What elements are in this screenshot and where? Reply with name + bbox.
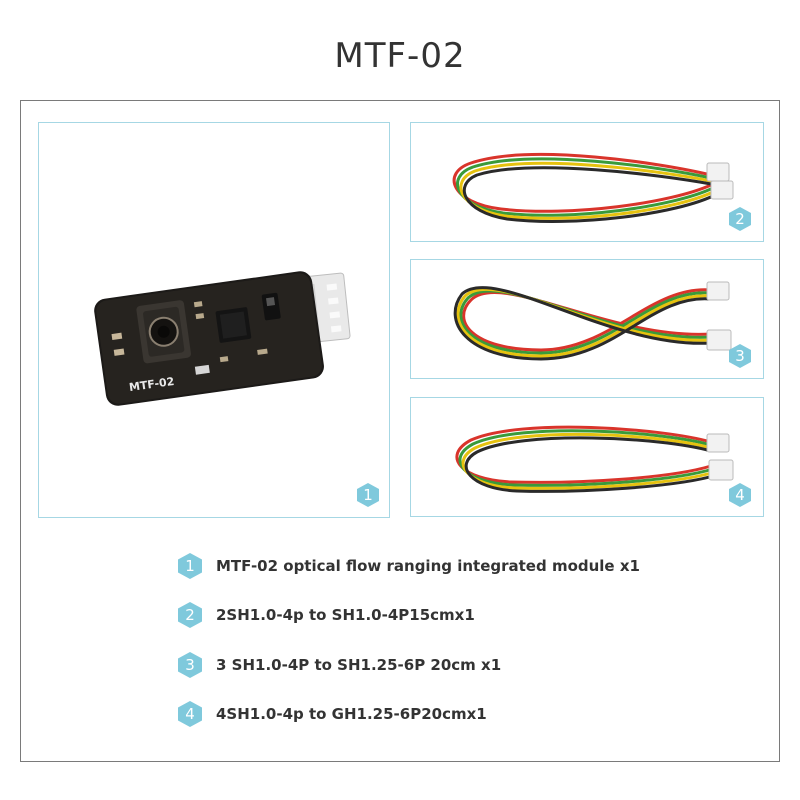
legend-number: 1 <box>185 557 195 575</box>
legend-text: 4SH1.0-4p to GH1.25-6P20cmx1 <box>216 705 487 723</box>
hex-badge-icon: 4 <box>176 700 204 728</box>
hex-badge-icon: 1 <box>176 552 204 580</box>
hex-badge-4: 4 <box>727 482 753 508</box>
badge-number: 2 <box>735 210 745 228</box>
module-image: MTF-02 <box>94 271 351 406</box>
hex-badge-3: 3 <box>727 343 753 369</box>
cable-image-3 <box>453 281 732 361</box>
hex-badge-2: 2 <box>727 206 753 232</box>
cable-panel-2 <box>410 122 764 242</box>
legend-item-1: 1 MTF-02 optical flow ranging integrated… <box>176 552 640 580</box>
module-panel: MTF-02 <box>38 122 390 518</box>
cable-panel-3 <box>410 259 764 379</box>
page-title: MTF-02 <box>334 36 466 76</box>
pcb-label: MTF-02 <box>128 375 175 394</box>
hex-badge-icon: 3 <box>176 651 204 679</box>
hex-badge-1: 1 <box>355 482 381 508</box>
contents-frame <box>20 100 780 762</box>
badge-number: 4 <box>735 486 745 504</box>
legend-item-4: 4 4SH1.0-4p to GH1.25-6P20cmx1 <box>176 700 487 728</box>
legend-text: 3 SH1.0-4P to SH1.25-6P 20cm x1 <box>216 656 502 674</box>
cable-image-2 <box>452 153 734 223</box>
legend-item-3: 3 3 SH1.0-4P to SH1.25-6P 20cm x1 <box>176 651 501 679</box>
legend-number: 3 <box>185 656 195 674</box>
cable-image-4 <box>455 425 734 493</box>
cable-panel-4 <box>410 397 764 517</box>
legend-text: 2SH1.0-4p to SH1.0-4P15cmx1 <box>216 606 475 624</box>
hex-badge-icon: 2 <box>176 601 204 629</box>
legend-number: 2 <box>185 606 195 624</box>
badge-number: 1 <box>363 486 373 504</box>
legend-item-2: 2 2SH1.0-4p to SH1.0-4P15cmx1 <box>176 601 475 629</box>
legend-text: MTF-02 optical flow ranging integrated m… <box>216 557 640 575</box>
legend-number: 4 <box>185 705 195 723</box>
badge-number: 3 <box>735 347 745 365</box>
